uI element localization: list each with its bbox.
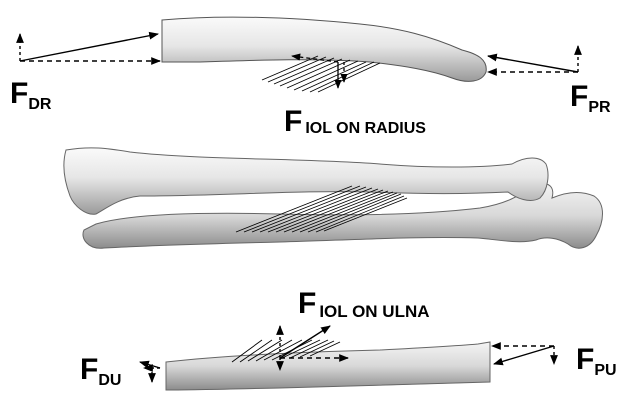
ulna-bottom-view <box>140 326 554 390</box>
forearm-middle-view <box>64 148 603 248</box>
ulna-bone-shape-bottom <box>166 342 490 390</box>
f-pu-label: FPU <box>576 343 617 379</box>
f-dr-label: FDR <box>10 77 52 113</box>
radius-top-view <box>20 17 578 92</box>
f-dr-arrows <box>20 34 160 61</box>
f-du-arrows <box>140 362 160 382</box>
f-du-label: FDU <box>80 353 121 389</box>
f-pr-arrows <box>488 46 578 72</box>
f-pr-label: FPR <box>570 80 611 116</box>
f-pu-arrows <box>492 346 554 364</box>
